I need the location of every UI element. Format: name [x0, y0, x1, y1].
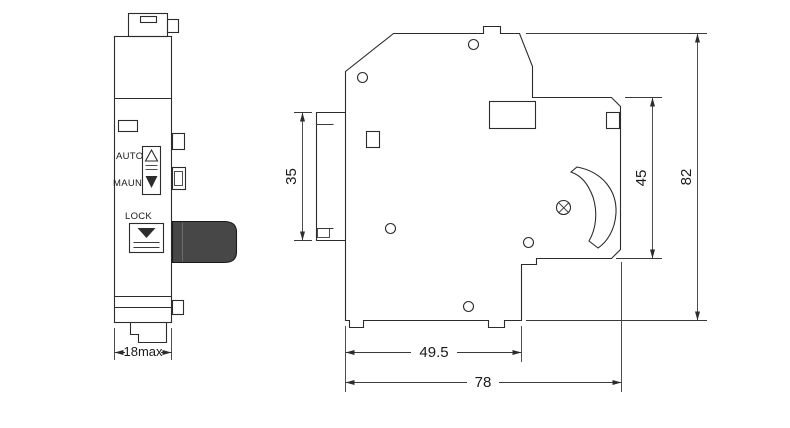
side-body-outline [315, 25, 622, 329]
dim-18max: 18max [114, 328, 172, 360]
rivet-icon [462, 300, 475, 313]
side-toggle-handle [569, 166, 617, 249]
screw-slot [558, 202, 569, 213]
side-view: 35 45 82 49.5 [283, 25, 707, 392]
rivet-icon [467, 38, 480, 51]
arrowhead-icon [612, 380, 622, 385]
auto-label: AUTO [116, 151, 143, 162]
front-side-tab-upper [171, 132, 186, 151]
dim-35: 35 [283, 112, 312, 241]
din-release-clip [317, 228, 330, 238]
arrowhead-icon [512, 350, 522, 355]
dim-18max-text: 18max [123, 344, 163, 359]
dim-78: 78 [345, 262, 622, 392]
arrowhead-icon [300, 231, 305, 241]
front-side-tab-lower [171, 299, 185, 316]
dim-78-text: 78 [475, 374, 492, 391]
lock-slider [128, 222, 165, 254]
rivet-icon [384, 222, 397, 235]
arrowhead-icon [345, 380, 355, 385]
front-view: AUTO MAUN LOCK 18ma [113, 12, 238, 360]
mode-slider-down-arrow-icon [145, 176, 158, 188]
dim-45: 45 [616, 97, 662, 259]
front-side-tab-mid [171, 166, 187, 191]
dim-49-5: 49.5 [345, 326, 522, 392]
arrowhead-icon [695, 311, 700, 321]
dim-82: 82 [526, 33, 707, 321]
front-side-tab-mid-detail [174, 171, 183, 186]
arrowhead-icon [162, 350, 172, 355]
dim-45-text: 45 [633, 170, 650, 187]
front-body-outline [113, 35, 173, 324]
front-bottom-clip [129, 322, 168, 344]
arrowhead-icon [114, 350, 124, 355]
lock-down-arrow-icon [137, 228, 156, 238]
mode-slider-up-arrow-icon [144, 148, 159, 162]
screw-icon [555, 199, 572, 216]
dim-82-text: 82 [678, 169, 695, 186]
toggle-handle [171, 220, 238, 264]
side-face-tab [605, 111, 621, 130]
rivet-icon [522, 236, 535, 249]
dim-35-text: 35 [283, 168, 300, 185]
lock-label: LOCK [125, 211, 152, 222]
dim-text-bg [411, 344, 457, 360]
arrowhead-icon [650, 249, 655, 259]
screw-head [555, 199, 572, 216]
arrowhead-icon [650, 97, 655, 107]
label-plate [488, 100, 537, 130]
mode-slider-track [141, 145, 162, 196]
dim-49-5-text: 49.5 [419, 344, 448, 361]
front-top-hook [166, 18, 180, 34]
dim-text-bg [125, 344, 161, 359]
arrowhead-icon [345, 350, 355, 355]
din-clip-stop [365, 130, 381, 149]
rivet-icon [356, 71, 369, 84]
manual-label: MAUN [113, 178, 142, 189]
front-window [117, 119, 139, 133]
front-top-clip-detail [139, 15, 158, 24]
arrowhead-icon [300, 112, 305, 122]
arrowhead-icon [695, 33, 700, 43]
dim-text-bg [467, 374, 499, 390]
